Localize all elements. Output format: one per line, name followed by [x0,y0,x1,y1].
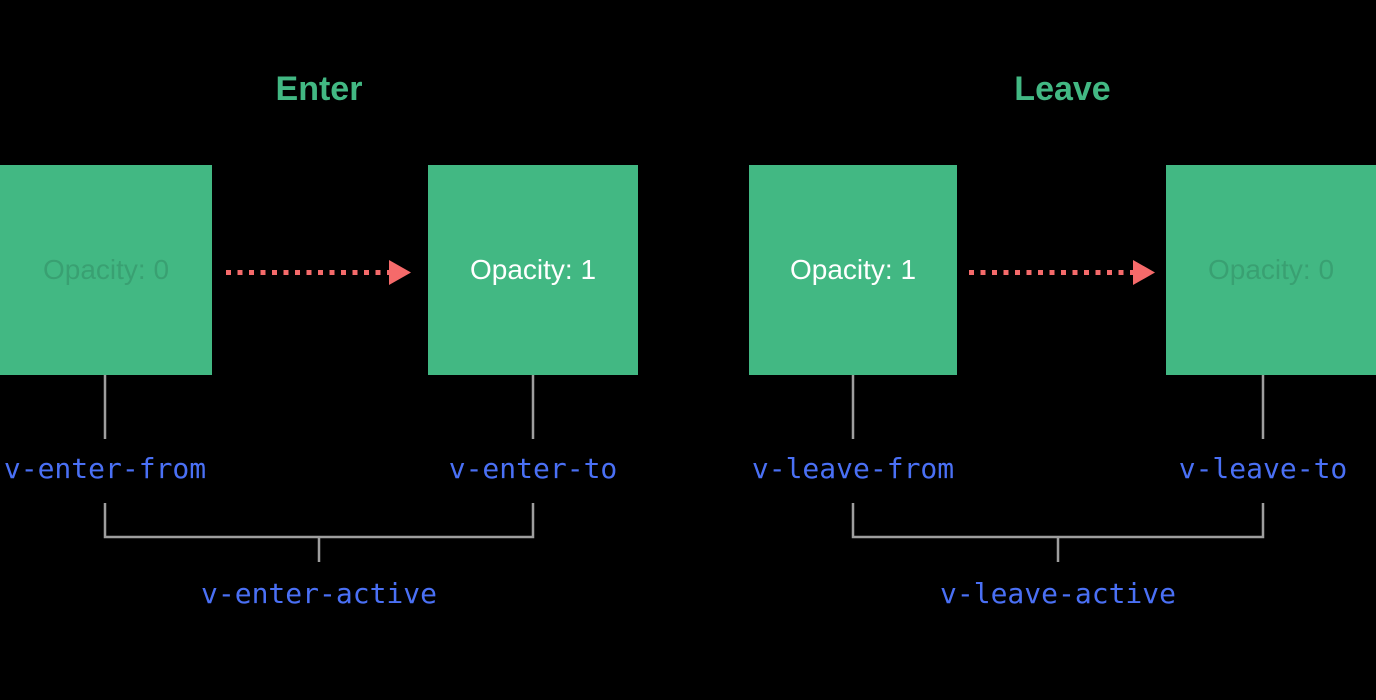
leave-active-bracket [851,503,1265,562]
leave-to-box: Opacity: 0 [1166,165,1376,375]
v-leave-to-label: v-leave-to [1178,452,1348,485]
v-enter-from-label: v-enter-from [3,452,207,485]
enter-to-opacity-label: Opacity: 1 [469,254,597,285]
v-enter-active-label: v-enter-active [200,577,438,610]
enter-from-box: Opacity: 0 [0,165,212,375]
enter-from-opacity-label: Opacity: 0 [42,254,170,285]
v-leave-from-label: v-leave-from [751,452,955,485]
leave-from-opacity-label: Opacity: 1 [789,254,917,285]
enter-section-title: Enter [275,70,363,108]
enter-to-box: Opacity: 1 [428,165,638,375]
enter-active-bracket [103,503,535,562]
v-enter-to-label: v-enter-to [448,452,618,485]
leave-transition-arrow-head [1133,260,1155,285]
leave-to-opacity-label: Opacity: 0 [1207,254,1335,285]
leave-from-box: Opacity: 1 [749,165,957,375]
leave-section-title: Leave [1014,70,1111,108]
v-leave-active-label: v-leave-active [939,577,1177,610]
enter-transition-arrow-head [389,260,411,285]
